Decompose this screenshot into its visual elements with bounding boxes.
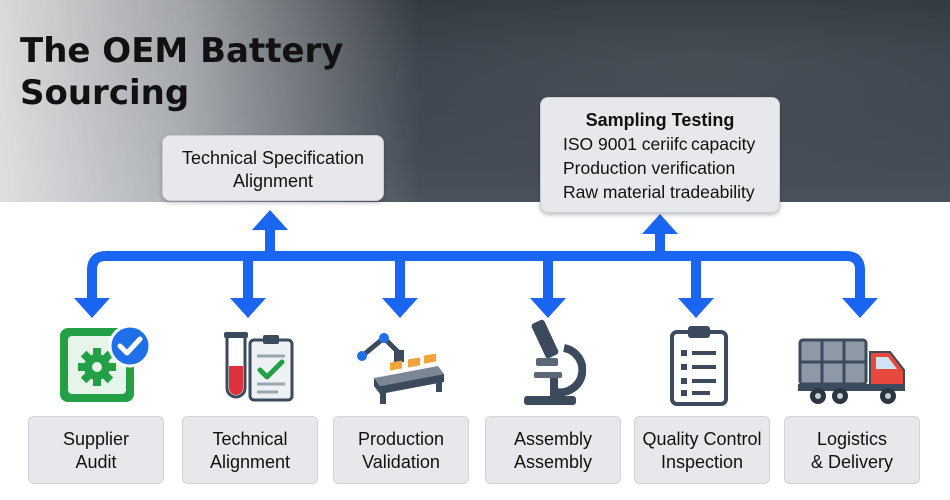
title-line-1: The OEM Battery xyxy=(20,31,344,71)
step-logistics-delivery: Logistics & Delivery xyxy=(784,416,920,484)
spec-line-1: Technical Specification xyxy=(181,148,365,168)
arrowhead-spec-up xyxy=(252,210,288,230)
step-assembly: Assembly Assembly xyxy=(485,416,621,484)
step-label-line-1: Assembly xyxy=(513,429,593,449)
step-label-line-2: & Delivery xyxy=(810,452,894,472)
arrowhead-step-1 xyxy=(74,298,110,318)
arrowhead-step-4 xyxy=(530,298,566,318)
step-label-line-1: Supplier xyxy=(62,429,130,449)
arrowhead-step-6 xyxy=(842,298,878,318)
step-label-line-1: Technical xyxy=(212,429,288,449)
step-technical-alignment: Technical Alignment xyxy=(182,416,318,484)
step-label-line-1: Quality Control xyxy=(642,429,762,449)
arrowhead-step-3 xyxy=(382,298,418,318)
microscope-icon xyxy=(524,319,586,405)
sampling-heading: Sampling Testing xyxy=(585,110,735,130)
test-tube-clipboard-icon xyxy=(224,332,294,402)
step-label-line-2: Inspection xyxy=(660,452,744,472)
step-supplier-audit: Supplier Audit xyxy=(28,416,164,484)
arrowhead-step-5 xyxy=(678,298,714,318)
audit-gear-check-icon xyxy=(60,324,152,402)
main-bus-line xyxy=(87,251,865,300)
step-label-line-1: Production xyxy=(357,429,445,449)
arrowhead-sampling-up xyxy=(642,214,678,234)
step-quality-control-inspection: Quality Control Inspection xyxy=(634,416,770,484)
step-label-line-2: Audit xyxy=(75,452,117,472)
conveyor-robot-arm-icon xyxy=(357,333,444,404)
sampling-item: ISO 9001 ceriifc capacity xyxy=(563,134,756,154)
technical-specification-box: Technical Specification Alignment xyxy=(162,135,384,201)
diagram-title: The OEM Battery Sourcing xyxy=(20,30,343,114)
delivery-truck-icon xyxy=(798,338,905,404)
arrowhead-step-2 xyxy=(230,298,266,318)
step-label-line-2: Alignment xyxy=(209,452,291,472)
spec-line-2: Alignment xyxy=(232,171,314,191)
sampling-testing-box: Sampling Testing ISO 9001 ceriifc capaci… xyxy=(540,97,780,213)
sampling-item: Raw material tradeability xyxy=(563,182,755,202)
step-label-line-1: Logistics xyxy=(816,429,888,449)
checklist-icon xyxy=(670,326,728,406)
step-label-line-2: Validation xyxy=(362,452,440,472)
step-production-validation: Production Validation xyxy=(333,416,469,484)
sampling-item: Production verification xyxy=(563,158,736,178)
title-line-2: Sourcing xyxy=(20,73,190,113)
step-label-line-2: Assembly xyxy=(513,452,593,472)
